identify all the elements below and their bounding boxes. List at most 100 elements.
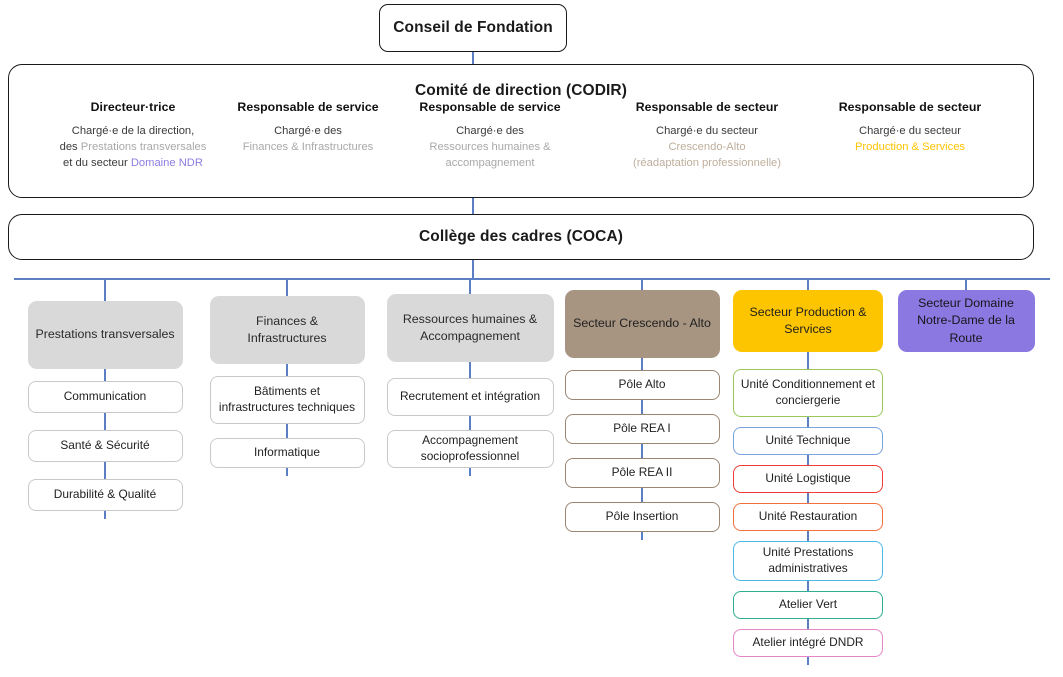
column-4-item-1-label: Pôle Alto bbox=[618, 377, 666, 392]
column-1-item-1[interactable]: Communication bbox=[27, 381, 183, 413]
column-5-item-2[interactable]: Unité Technique bbox=[733, 427, 883, 455]
column-2-item-1[interactable]: Bâtiments et infrastructures techniques bbox=[209, 376, 365, 424]
connector-column-4-item-4 bbox=[641, 488, 643, 502]
panel-codir: Comité de direction (CODIR) Directeur·tr… bbox=[8, 64, 1034, 198]
column-5-item-2-label: Unité Technique bbox=[765, 433, 851, 448]
column-4-item-2-label: Pôle REA I bbox=[613, 421, 671, 436]
connector-column-4-item-3 bbox=[641, 444, 643, 458]
connector-column-3-item-1 bbox=[469, 362, 471, 378]
connector-column-5-item-5 bbox=[807, 531, 809, 541]
column-5-item-1-label: Unité Conditionnement et conciergerie bbox=[740, 377, 876, 407]
column-2-header[interactable]: Finances & Infrastructures bbox=[209, 296, 365, 364]
codir-member-4-role: Responsable de secteur bbox=[635, 100, 779, 114]
connector-column-2-tail bbox=[286, 468, 288, 476]
connector-column-5-item-7 bbox=[807, 619, 809, 629]
column-4-item-1[interactable]: Pôle Alto bbox=[564, 370, 720, 400]
connector-column-5-tail bbox=[807, 657, 809, 665]
connector-bus-to-column-1-header bbox=[104, 279, 106, 301]
connector-bus-to-column-5-header bbox=[807, 279, 809, 290]
codir-member-1-role: Directeur·trice bbox=[90, 100, 176, 114]
column-5-item-4[interactable]: Unité Restauration bbox=[733, 503, 883, 531]
column-4-item-4[interactable]: Pôle Insertion bbox=[564, 502, 720, 532]
column-5-header-label: Secteur Production & Services bbox=[749, 304, 867, 336]
panel-coca-title: Collège des cadres (COCA) bbox=[418, 228, 624, 245]
connector-top-to-codir bbox=[472, 52, 474, 64]
column-1-header-label: Prestations transversales bbox=[35, 327, 175, 342]
column-1-item-1-label: Communication bbox=[63, 389, 147, 404]
connector-column-4-tail bbox=[641, 532, 643, 540]
column-6-header[interactable]: Secteur Domaine Notre-Dame de la Route bbox=[897, 290, 1035, 352]
column-6-header-label: Secteur Domaine Notre-Dame de la Route bbox=[917, 296, 1015, 345]
column-5-header[interactable]: Secteur Production & Services bbox=[733, 290, 883, 352]
column-1-item-3[interactable]: Durabilité & Qualité bbox=[27, 479, 183, 511]
connector-column-5-item-1 bbox=[807, 352, 809, 369]
connector-column-3-tail bbox=[469, 468, 471, 476]
codir-member-3-role: Responsable de service bbox=[419, 100, 561, 114]
column-5-item-7-label: Atelier intégré DNDR bbox=[752, 635, 864, 650]
node-conseil-de-fondation[interactable]: Conseil de Fondation bbox=[379, 4, 567, 52]
column-3-item-2[interactable]: Accompagnement socioprofessionnel bbox=[386, 430, 554, 468]
codir-member-2-role: Responsable de service bbox=[237, 100, 379, 114]
connector-codir-to-coca bbox=[472, 198, 474, 214]
column-5-item-6-label: Atelier Vert bbox=[778, 597, 838, 612]
column-1-item-3-label: Durabilité & Qualité bbox=[53, 487, 157, 502]
connector-bus-to-column-2-header bbox=[286, 279, 288, 296]
column-4-header-label: Secteur Crescendo - Alto bbox=[573, 316, 711, 331]
connector-column-4-item-2 bbox=[641, 400, 643, 414]
column-1-item-2-label: Santé & Sécurité bbox=[60, 438, 150, 453]
column-1-item-2[interactable]: Santé & Sécurité bbox=[27, 430, 183, 462]
column-4-item-3-label: Pôle REA II bbox=[611, 465, 673, 480]
column-3-item-1-label: Recrutement et intégration bbox=[399, 389, 541, 404]
connector-column-2-item-1 bbox=[286, 364, 288, 376]
connector-column-5-item-6 bbox=[807, 581, 809, 591]
column-3-header[interactable]: Ressources humaines & Accompagnement bbox=[386, 294, 554, 362]
column-4-item-2[interactable]: Pôle REA I bbox=[564, 414, 720, 444]
column-5-item-5-label: Unité Prestations administratives bbox=[762, 545, 854, 575]
panel-coca: Collège des cadres (COCA) bbox=[8, 214, 1034, 260]
codir-member-1-description: Chargé·e de la direction,des Prestations… bbox=[59, 125, 207, 170]
connector-column-5-item-4 bbox=[807, 493, 809, 503]
connector-bus-to-column-6-header bbox=[965, 279, 967, 290]
column-4-item-3[interactable]: Pôle REA II bbox=[564, 458, 720, 488]
connector-column-1-tail bbox=[104, 511, 106, 519]
connector-bus-to-column-3-header bbox=[469, 279, 471, 294]
column-5-item-4-label: Unité Restauration bbox=[758, 509, 858, 524]
connector-column-3-item-2 bbox=[469, 416, 471, 430]
connector-column-1-item-3 bbox=[104, 462, 106, 479]
column-2-item-2-label: Informatique bbox=[253, 445, 321, 460]
column-4-header[interactable]: Secteur Crescendo - Alto bbox=[564, 290, 720, 358]
column-5-item-7[interactable]: Atelier intégré DNDR bbox=[733, 629, 883, 657]
connector-distribution-bus bbox=[14, 278, 1050, 280]
column-5-item-3[interactable]: Unité Logistique bbox=[733, 465, 883, 493]
column-2-item-1-label: Bâtiments et infrastructures techniques bbox=[218, 384, 356, 414]
column-5-item-6[interactable]: Atelier Vert bbox=[733, 591, 883, 619]
column-5-item-1[interactable]: Unité Conditionnement et conciergerie bbox=[733, 369, 883, 417]
codir-member-5-role: Responsable de secteur bbox=[838, 100, 982, 114]
column-3-item-1[interactable]: Recrutement et intégration bbox=[386, 378, 554, 416]
column-4-item-4-label: Pôle Insertion bbox=[605, 509, 679, 524]
connector-coca-to-bus bbox=[472, 260, 474, 279]
panel-codir-title: Comité de direction (CODIR) bbox=[415, 82, 627, 99]
node-conseil-de-fondation-label: Conseil de Fondation bbox=[393, 19, 553, 37]
column-3-header-label: Ressources humaines & Accompagnement bbox=[402, 311, 538, 343]
connector-column-4-item-1 bbox=[641, 358, 643, 370]
column-3-item-2-label: Accompagnement socioprofessionnel bbox=[420, 433, 520, 463]
column-5-item-3-label: Unité Logistique bbox=[765, 471, 851, 486]
column-5-item-5[interactable]: Unité Prestations administratives bbox=[733, 541, 883, 581]
connector-bus-to-column-4-header bbox=[641, 279, 643, 290]
connector-column-5-item-2 bbox=[807, 417, 809, 427]
column-1-header[interactable]: Prestations transversales bbox=[27, 301, 183, 369]
connector-column-5-item-3 bbox=[807, 455, 809, 465]
connector-column-2-item-2 bbox=[286, 424, 288, 438]
column-2-item-2[interactable]: Informatique bbox=[209, 438, 365, 468]
